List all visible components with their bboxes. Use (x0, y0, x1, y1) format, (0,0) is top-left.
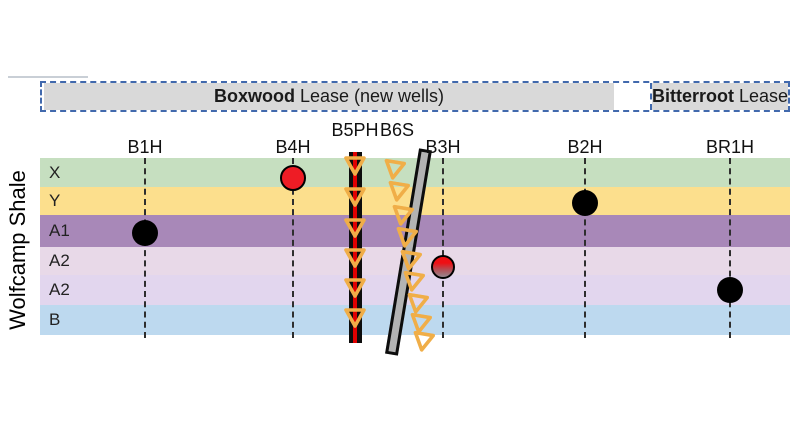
boxwood-lease-label: Boxwood Lease (new wells) (213, 86, 445, 106)
frac-stage-icon (408, 312, 433, 335)
frac-stage-icon (344, 218, 366, 238)
zone-label: A2 (49, 280, 70, 299)
well-marker-b3h (431, 255, 455, 279)
well-label-br1h: BR1H (705, 137, 755, 157)
boxwood-lease-box: Boxwood Lease (new wells) (44, 83, 614, 110)
zone-label: B (49, 310, 61, 329)
well-label-b2h: B2H (567, 137, 603, 157)
lease-banner: Boxwood Lease (new wells) Bitterroot Lea… (40, 81, 790, 112)
well-marker-b1h (132, 220, 158, 246)
frac-stage-icon (393, 226, 418, 249)
bitterroot-lease-label: Bitterroot Lease (651, 86, 789, 106)
frac-stage-icon (411, 330, 436, 353)
frac-stage-icon (382, 158, 407, 181)
lease-divider-line (650, 83, 652, 110)
well-path-b4h (292, 158, 294, 338)
frac-bar-core (353, 152, 357, 343)
zone-label: A1 (49, 221, 70, 240)
frac-stage-icon (390, 204, 415, 227)
well-label-b5ph: B5PH (331, 120, 379, 140)
frac-stage-icon (404, 292, 429, 315)
well-label-b3h: B3H (425, 137, 461, 157)
frac-stage-icon (344, 187, 366, 207)
well-label-b1h: B1H (127, 137, 163, 157)
well-path-b1h (144, 158, 146, 338)
frac-stage-icon (397, 249, 422, 272)
well-label-b6s: B6S (379, 120, 415, 140)
frac-stage-icon (344, 156, 366, 176)
bitterroot-lease-box: Bitterroot Lease (652, 83, 788, 110)
well-path-b2h (584, 158, 586, 338)
frac-stage-icon (401, 270, 426, 293)
frac-stage-icon (344, 278, 366, 298)
frac-stage-icon (386, 180, 411, 203)
zone-label: X (49, 162, 61, 182)
well-path-b3h (442, 158, 444, 338)
well-label-b4h: B4H (275, 137, 311, 157)
zone-label: Y (49, 191, 61, 210)
zone-band-a2-4: A2 (40, 275, 790, 305)
well-marker-br1h (717, 277, 743, 303)
top-divider-line (8, 76, 88, 78)
well-marker-b4h (280, 165, 306, 191)
frac-stage-icon (344, 248, 366, 268)
well-marker-b2h (572, 190, 598, 216)
zone-label: A2 (49, 251, 70, 270)
well-path-br1h (729, 158, 731, 338)
formation-axis-label: Wolfcamp Shale (5, 170, 30, 330)
frac-stage-icon (344, 308, 366, 328)
